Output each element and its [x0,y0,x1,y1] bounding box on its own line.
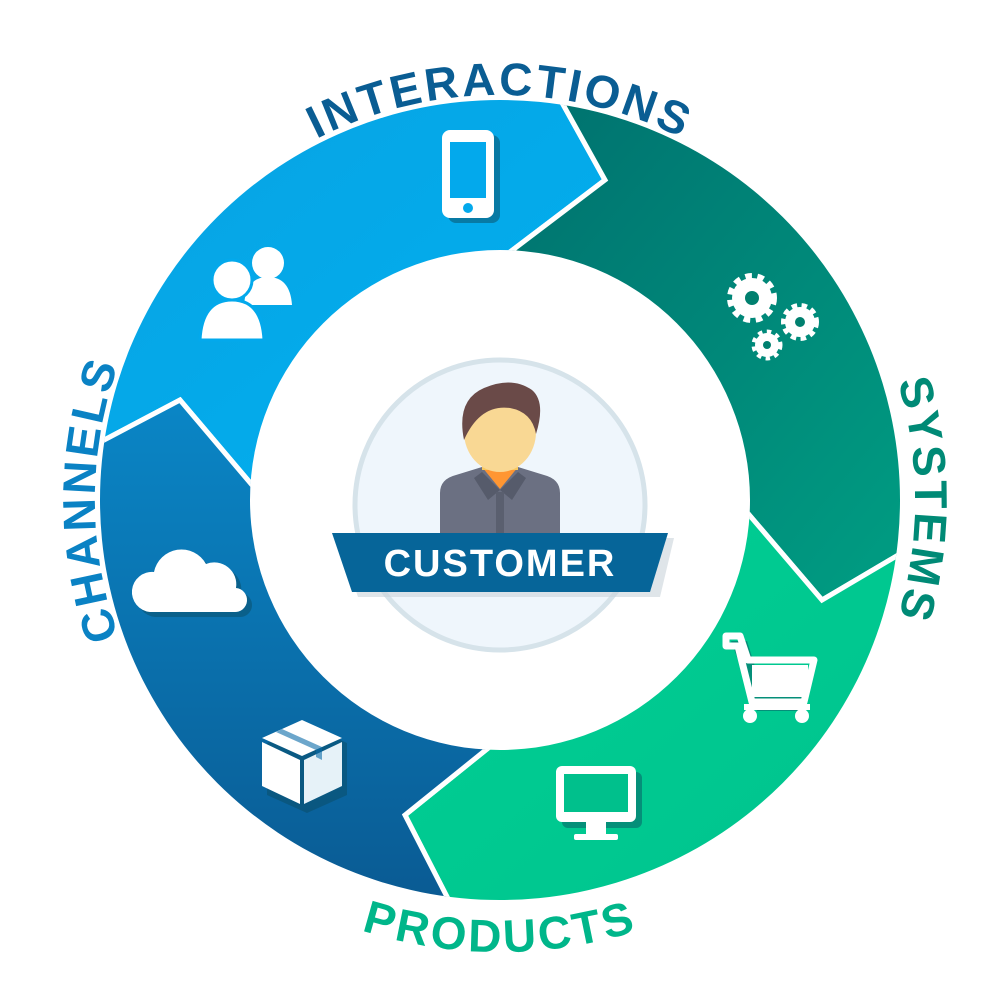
cloud-icon [131,549,253,618]
customer-banner [332,533,668,592]
customer-center: CUSTOMER [332,357,674,653]
person-avatar-icon [440,382,560,533]
gears-icon [727,273,819,361]
customer-label: CUSTOMER [384,543,617,585]
package-box-icon [262,720,347,813]
shopping-cart-icon [722,632,818,723]
label-products: PRODUCTS [358,890,641,962]
users-icon [198,247,292,342]
monitor-icon [556,766,642,840]
smartphone-icon [442,130,500,223]
